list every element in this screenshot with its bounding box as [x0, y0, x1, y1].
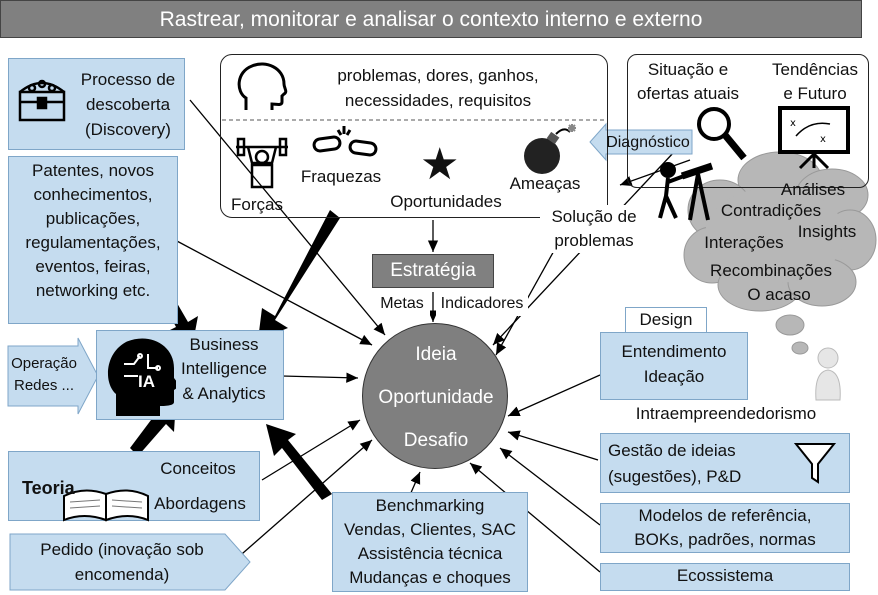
- broken-chain-icon: [310, 124, 380, 169]
- situacao-line2: ofertas atuais: [636, 84, 740, 103]
- benchmarking-line: Assistência técnica: [357, 544, 503, 563]
- cloud-analises: Análises: [780, 180, 846, 199]
- page-title: Rastrear, monitorar e analisar o context…: [0, 0, 862, 38]
- swot-box: [220, 54, 608, 218]
- ai-head-icon: [104, 334, 180, 423]
- design-line1: Entendimento: [621, 342, 727, 361]
- tendencias-line1: Tendências: [771, 60, 858, 79]
- patentes-line: publicações,: [45, 209, 141, 228]
- pedido-line2: encomenda): [74, 565, 170, 584]
- context-box: [627, 54, 869, 188]
- situacao-line1: Situação e: [647, 60, 729, 79]
- modelos-line1: Modelos de referência,: [638, 506, 812, 525]
- svg-text:x: x: [820, 134, 826, 145]
- cloud-insights: Insights: [797, 222, 857, 241]
- patentes-box: Patentes, novos conhecimentos, publicaçõ…: [8, 156, 178, 324]
- treasure-chest-icon: [14, 70, 70, 131]
- ia-label: IA: [138, 372, 155, 391]
- operacao-line1: Operação: [11, 355, 77, 372]
- teoria-conceitos: Conceitos: [160, 459, 236, 478]
- metas-label: Metas: [374, 292, 430, 316]
- magnifier-icon: [694, 104, 750, 169]
- modelos-line2: BOKs, padrões, normas: [634, 530, 816, 549]
- star-icon: ★: [420, 140, 460, 189]
- design-label: Design: [625, 307, 707, 333]
- thinking-person-icon: [808, 346, 848, 407]
- bi-line3: & Analytics: [182, 384, 266, 403]
- design-line2: Ideação: [643, 367, 705, 386]
- intraempreendedorismo-label: Intraempreendedorismo: [635, 404, 817, 423]
- cloud-recombinacoes: Recombinações: [710, 261, 832, 280]
- cloud-contradicoes: Contradições: [720, 201, 822, 220]
- discovery-line2: descoberta: [85, 95, 171, 114]
- patentes-line: eventos, feiras,: [35, 257, 151, 276]
- swot-forcas: Forças: [231, 195, 283, 214]
- teoria-label: Teoria: [22, 478, 75, 498]
- gestao-line2: (sugestões), P&D: [608, 467, 742, 486]
- ecossistema-box: Ecossistema: [600, 563, 850, 591]
- discovery-line1: Processo de: [80, 70, 176, 89]
- center-desafio: Desafio: [403, 430, 469, 451]
- head-icon: [232, 60, 292, 121]
- bi-line1: Business: [189, 335, 259, 354]
- weightlifter-icon: [234, 133, 290, 196]
- center-circle: Ideia Oportunidade Desafio: [362, 323, 508, 469]
- telescope-person-icon: [654, 160, 718, 227]
- benchmarking-line: Mudanças e choques: [349, 568, 511, 587]
- swot-ameacas: Ameaças: [509, 174, 581, 193]
- swot-fraquezas: Fraquezas: [300, 167, 382, 186]
- benchmarking-line: Benchmarking: [375, 496, 485, 515]
- cloud-interacoes: Interações: [704, 233, 784, 252]
- patentes-line: networking etc.: [35, 281, 151, 300]
- swot-top-line1: problemas, dores, ganhos,: [337, 66, 539, 85]
- swot-oportunidades: Oportunidades: [390, 192, 502, 211]
- discovery-line3: (Discovery): [85, 120, 171, 139]
- modelos-box: Modelos de referência, BOKs, padrões, no…: [600, 503, 850, 553]
- solucao-line1: Solução de: [540, 205, 648, 229]
- patentes-line: Patentes, novos: [32, 161, 154, 180]
- svg-text:x: x: [790, 118, 796, 129]
- funnel-icon: [793, 440, 837, 489]
- patentes-line: conhecimentos,: [33, 185, 153, 204]
- benchmarking-line: Vendas, Clientes, SAC: [344, 520, 516, 539]
- indicadores-label: Indicadores: [436, 292, 528, 316]
- tendencias-line2: e Futuro: [783, 84, 847, 103]
- estrategia-box: Estratégia: [372, 254, 494, 288]
- teoria-abordagens: Abordagens: [154, 494, 246, 513]
- center-ideia: Ideia: [415, 344, 457, 365]
- patentes-line: regulamentações,: [25, 233, 161, 252]
- benchmarking-box: Benchmarking Vendas, Clientes, SAC Assis…: [332, 492, 528, 592]
- bi-line2: Intelligence: [180, 359, 267, 378]
- center-oportunidade: Oportunidade: [378, 387, 494, 408]
- cloud-acaso: O acaso: [747, 285, 811, 304]
- diagnostico-label[interactable]: Diagnóstico: [606, 134, 690, 151]
- solucao-line2: problemas: [540, 229, 648, 253]
- swot-top-line2: necessidades, requisitos: [344, 91, 532, 110]
- operacao-line2: Redes ...: [13, 377, 75, 394]
- gestao-line1: Gestão de ideias: [608, 441, 736, 460]
- bomb-icon: [518, 122, 582, 183]
- open-book-icon: [60, 462, 152, 527]
- pedido-line1: Pedido (inovação sob: [40, 540, 204, 559]
